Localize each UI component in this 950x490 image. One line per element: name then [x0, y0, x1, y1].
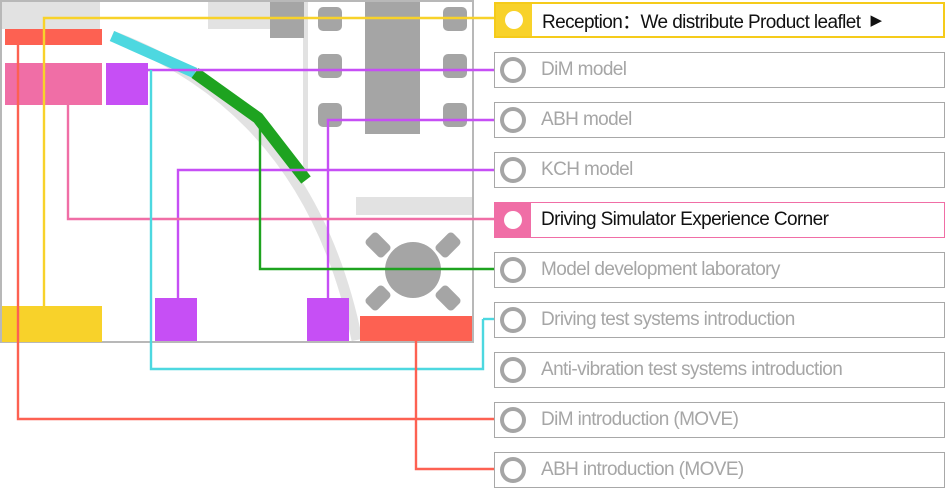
zone-dim-model[interactable] [106, 63, 148, 105]
chairs-right [443, 7, 467, 127]
legend-item-kch-model[interactable]: KCH model [494, 152, 945, 188]
track-green-segment [191, 68, 311, 184]
connector-abh-intro [414, 341, 498, 471]
zone-dim-intro[interactable] [5, 29, 102, 45]
zone-driving-simulator[interactable] [5, 63, 102, 105]
ring-icon [500, 207, 526, 233]
legend-item-dim-intro[interactable]: DiM introduction (MOVE) [494, 402, 945, 438]
legend-label: Reception：We distribute Product leaflet [542, 11, 861, 33]
connector-anti-vibration [149, 70, 485, 371]
ring-icon [500, 257, 526, 283]
legend-label: DiM model [541, 59, 627, 80]
label-box: Reception：We distribute Product leaflet … [532, 4, 943, 36]
ring-icon [500, 157, 526, 183]
legend-label: Model development laboratory [541, 259, 780, 280]
legend-label: ABH introduction (MOVE) [541, 459, 744, 480]
connector-reception [42, 16, 498, 306]
legend-item-dim-model[interactable]: DiM model [494, 52, 945, 88]
legend-item-reception[interactable]: Reception：We distribute Product leaflet … [494, 2, 945, 38]
zone-abh-model[interactable] [307, 298, 349, 341]
legend-label: DiM introduction (MOVE) [541, 409, 739, 430]
legend-label: KCH model [541, 159, 633, 180]
legend-item-model-lab[interactable]: Model development laboratory [494, 252, 945, 288]
legend-label: Driving Simulator Experience Corner [541, 209, 829, 230]
legend-item-abh-intro[interactable]: ABH introduction (MOVE) [494, 452, 945, 488]
legend-label: Anti-vibration test systems introduction [541, 359, 843, 380]
connector-driving-simulator [66, 105, 498, 221]
ring-icon [500, 457, 526, 483]
wall-block-top-left [2, 2, 100, 29]
connector-kch-model [176, 168, 498, 298]
track-cyan-segment [109, 30, 198, 79]
wall-block-right [356, 197, 472, 215]
label-box: Driving Simulator Experience Corner [531, 203, 944, 237]
legend-item-abh-model[interactable]: ABH model [494, 102, 945, 138]
legend-item-driving-simulator[interactable]: Driving Simulator Experience Corner [494, 202, 945, 238]
partition-wall [303, 2, 308, 172]
ring-icon [501, 7, 527, 33]
legend-item-anti-vibration[interactable]: Anti-vibration test systems introduction [494, 352, 945, 388]
zone-abh-intro[interactable] [360, 316, 472, 341]
ring-icon [500, 357, 526, 383]
legend-label: ABH model [541, 109, 632, 130]
ring-icon [500, 57, 526, 83]
wall-block-top-mid [208, 2, 270, 29]
chairs-left [318, 7, 342, 127]
meeting-table [365, 2, 420, 134]
connector-abh-model [326, 118, 498, 298]
zone-kch-model[interactable] [155, 298, 197, 341]
ring-icon [500, 407, 526, 433]
legend-item-driving-test[interactable]: Driving test systems introduction [494, 302, 945, 338]
pillar-block [270, 2, 304, 38]
ring-icon [500, 307, 526, 333]
connector-model-lab [258, 125, 498, 271]
connector-dim-intro [16, 45, 498, 421]
ring-icon [500, 107, 526, 133]
triangle-right-icon: ▶ [870, 11, 882, 29]
legend-list: Reception：We distribute Product leaflet … [494, 0, 950, 490]
legend-label: Driving test systems introduction [541, 309, 795, 330]
